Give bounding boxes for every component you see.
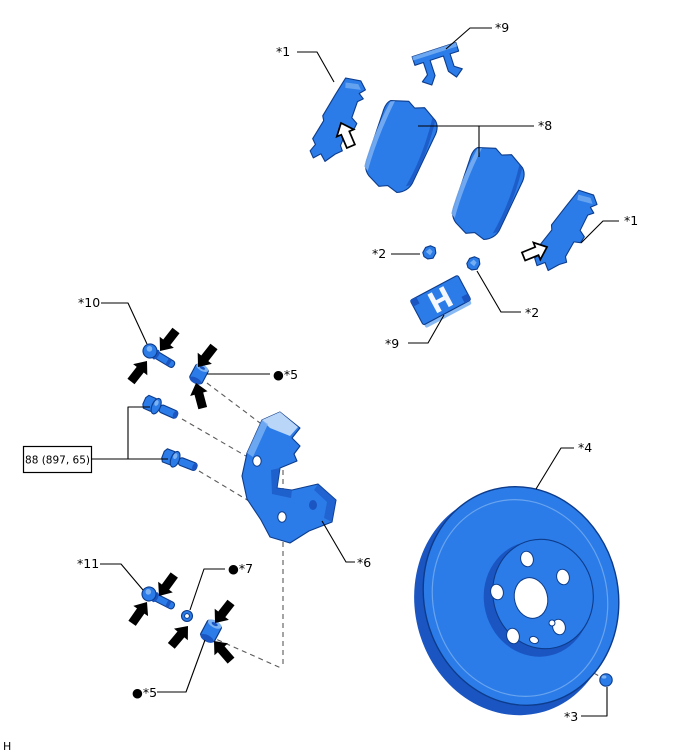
mounting-bolt-lower: [159, 446, 201, 476]
callout-shim-left: *1: [276, 44, 290, 59]
callout-bushing-bottom: ●*5: [132, 685, 157, 700]
caliper-bracket: [241, 411, 337, 544]
callout-bushing-top: ●*5: [273, 367, 298, 382]
brake-pad-lower: [442, 140, 531, 247]
pin-ring: [180, 609, 194, 623]
brake-disc: [414, 486, 620, 716]
brake-pad-upper: [355, 93, 444, 200]
mounting-bolt-upper: [140, 392, 182, 424]
callout-bracket: *6: [357, 555, 371, 570]
callout-pads: *8: [538, 118, 552, 133]
callout-disc: *4: [578, 440, 592, 455]
anti-squeal-shim-left: [303, 72, 375, 169]
callout-slide-pin-bottom: *11: [77, 556, 99, 571]
footer-letter: H: [3, 740, 11, 753]
wear-indicator-right: [463, 253, 484, 274]
callout-indicator-left: *2: [372, 246, 386, 261]
callout-slide-pin-top: *10: [78, 295, 100, 310]
anti-squeal-shim-right: [528, 184, 607, 280]
callout-ring: ●*7: [228, 561, 253, 576]
disc-set-screw: [599, 673, 613, 687]
callout-clip-top: *9: [495, 20, 509, 35]
callout-clip-bottom: *9: [385, 336, 399, 351]
pad-support-clip-bottom: [409, 274, 474, 330]
torque-spec-text: 88 (897, 65): [25, 455, 90, 467]
callout-shim-right: *1: [624, 213, 638, 228]
wear-indicator-left: [419, 242, 440, 263]
callout-plug: *3: [564, 709, 578, 724]
pad-support-clip-top: [411, 41, 467, 89]
callout-indicator-right: *2: [525, 305, 539, 320]
torque-spec-box: 88 (897, 65): [22, 445, 93, 474]
callout-leader-lines: [92, 27, 619, 717]
